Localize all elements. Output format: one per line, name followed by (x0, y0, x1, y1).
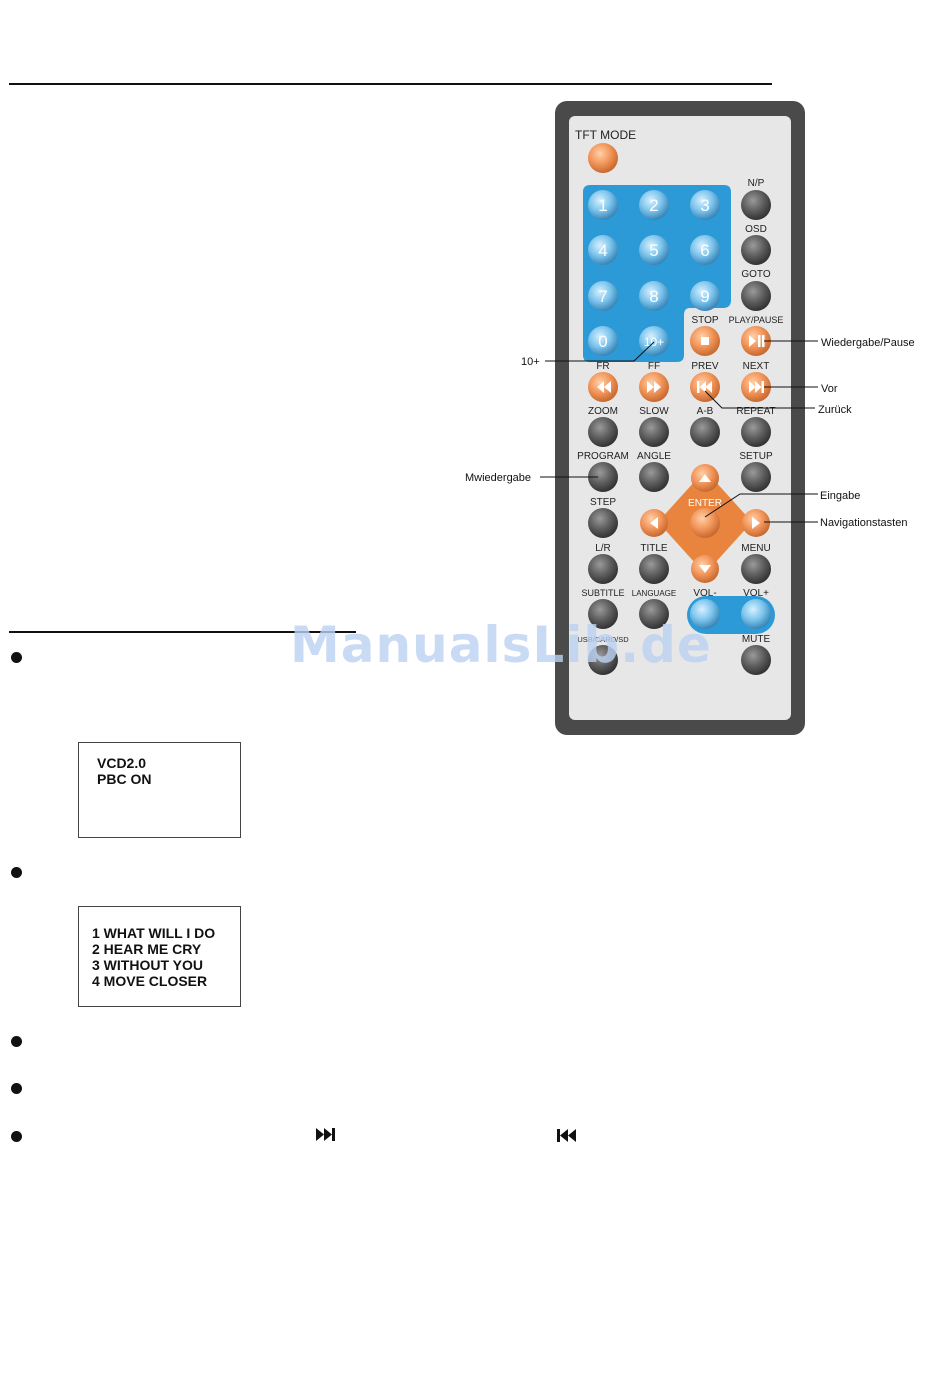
osd-line: PBC ON (97, 771, 240, 787)
bullet-4 (11, 1083, 22, 1094)
lr-button[interactable] (588, 554, 618, 584)
watermark: ManualsLib.de (290, 616, 712, 674)
digit-label-9: 9 (700, 287, 709, 306)
label-language: LANGUAGE (632, 589, 676, 598)
prev-track-icon (557, 1129, 581, 1143)
callout-navigationstasten: Navigationstasten (820, 517, 907, 529)
enter-button[interactable] (690, 508, 720, 538)
vol-plus-button[interactable] (741, 599, 771, 629)
label-next: NEXT (743, 361, 770, 372)
label-stop: STOP (691, 315, 718, 326)
title-button[interactable] (639, 554, 669, 584)
label-goto: GOTO (741, 269, 770, 280)
digit-label-8: 8 (649, 287, 658, 306)
label-osd: OSD (745, 224, 767, 235)
track-list-item: 1 WHAT WILL I DO (92, 925, 240, 941)
menu-button[interactable] (741, 554, 771, 584)
osd-button[interactable] (741, 235, 771, 265)
digit-label-2: 2 (649, 196, 658, 215)
callout-wiedergabe-pause: Wiedergabe/Pause (821, 337, 915, 349)
label-mute: MUTE (742, 634, 771, 645)
step-button[interactable] (588, 508, 618, 538)
label-menu: MENU (741, 543, 770, 554)
bullet-3 (11, 1036, 22, 1047)
callout-ten-plus: 10+ (521, 356, 540, 368)
ab-button[interactable] (690, 417, 720, 447)
track-list-item: 3 WITHOUT YOU (92, 957, 240, 973)
label-program: PROGRAM (577, 451, 629, 462)
slow-button[interactable] (639, 417, 669, 447)
label-np: N/P (748, 178, 765, 189)
label-angle: ANGLE (637, 451, 671, 462)
np-button[interactable] (741, 190, 771, 220)
label-prev: PREV (691, 361, 719, 372)
label-title: TITLE (640, 543, 668, 554)
angle-button[interactable] (639, 462, 669, 492)
osd-line: VCD2.0 (97, 755, 240, 771)
label-lr: L/R (595, 543, 611, 554)
mute-button[interactable] (741, 645, 771, 675)
label-zoom: ZOOM (588, 406, 618, 417)
next-track-icon (316, 1128, 340, 1142)
label-playpause: PLAY/PAUSE (729, 315, 784, 325)
label-volminus: VOL- (693, 588, 716, 599)
label-step: STEP (590, 497, 616, 508)
track-list-item: 4 MOVE CLOSER (92, 973, 240, 989)
label-enter: ENTER (688, 498, 722, 509)
digit-label-6: 6 (700, 241, 709, 260)
bullet-5 (11, 1131, 22, 1142)
label-setup: SETUP (739, 451, 773, 462)
label-fr: FR (596, 361, 609, 372)
goto-button[interactable] (741, 281, 771, 311)
setup-button[interactable] (741, 462, 771, 492)
digit-label-7: 7 (598, 287, 607, 306)
digit-label-4: 4 (598, 241, 607, 260)
label-ff: FF (648, 361, 660, 372)
bullet-1 (11, 652, 22, 663)
label-ab: A-B (697, 406, 714, 417)
osd-display-tracklist: 1 WHAT WILL I DO 2 HEAR ME CRY 3 WITHOUT… (78, 906, 241, 1007)
label-slow: SLOW (639, 406, 669, 417)
digit-label-1: 1 (598, 196, 607, 215)
tft-mode-button[interactable] (588, 143, 618, 173)
digit-label-3: 3 (700, 196, 709, 215)
digit-label-5: 5 (649, 241, 658, 260)
callout-eingabe: Eingabe (820, 490, 860, 502)
osd-display-vcd: VCD2.0 PBC ON (78, 742, 241, 838)
label-tft-mode: TFT MODE (575, 128, 636, 142)
label-volplus: VOL+ (743, 588, 769, 599)
callout-vor: Vor (821, 383, 838, 395)
label-subtitle: SUBTITLE (581, 588, 624, 598)
callout-zurueck: Zurück (818, 404, 852, 416)
repeat-button[interactable] (741, 417, 771, 447)
stop-icon (701, 337, 709, 345)
track-list-item: 2 HEAR ME CRY (92, 941, 240, 957)
zoom-button[interactable] (588, 417, 618, 447)
digit-label-0: 0 (598, 332, 607, 351)
bullet-2 (11, 867, 22, 878)
callout-mwiedergabe: Mwiedergabe (465, 472, 531, 484)
